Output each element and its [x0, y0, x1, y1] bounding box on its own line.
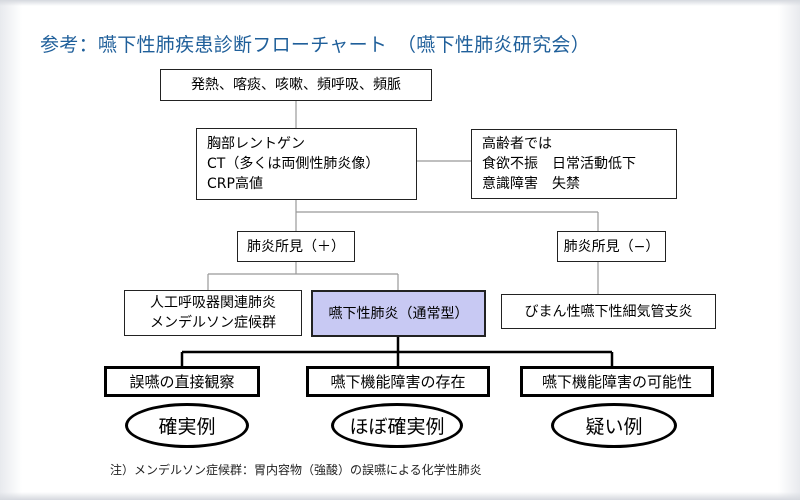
symptoms-box: 発熱、喀痰、咳嗽、頻呼吸、頻脈: [160, 69, 432, 101]
elderly-box: 高齢者では 食欲不振 日常活動低下 意識障害 失禁: [471, 129, 677, 199]
criterion-label: 誤嚥の直接観察: [129, 372, 235, 391]
exam-box: 胸部レントゲン CT（多くは両側性肺炎像） CRP高値: [196, 128, 417, 200]
criterion-label: 嚥下機能障害の可能性: [541, 372, 692, 391]
ventilator-box: 人工呼吸器関連肺炎 メンデルソン症候群: [124, 290, 302, 336]
slide-title: 参考：嚥下性肺疾患診断フローチャート （嚥下性肺炎研究会）: [40, 34, 591, 56]
exam-line: CT（多くは両側性肺炎像）: [207, 156, 380, 172]
finding-positive-text: 肺炎所見（＋）: [247, 238, 345, 255]
footnote: 注）メンデルソン症候群：胃内容物（強酸）の誤嚥による化学性肺炎: [110, 463, 482, 477]
ventilator-line: 人工呼吸器関連肺炎: [150, 295, 276, 311]
criterion-box: 嚥下機能障害の可能性: [520, 366, 714, 397]
result-label: 疑い例: [585, 416, 643, 438]
symptoms-text: 発熱、喀痰、咳嗽、頻呼吸、頻脈: [191, 77, 401, 93]
finding-negative-text: 肺炎所見（−）: [563, 238, 660, 255]
ventilator-line: メンデルソン症候群: [150, 315, 276, 331]
result-ellipse: 疑い例: [551, 403, 677, 448]
elderly-line: 高齢者では: [482, 136, 552, 152]
result-ellipse: 確実例: [125, 403, 249, 448]
finding-positive-box: 肺炎所見（＋）: [237, 231, 355, 262]
typical-aspiration-box: 嚥下性肺炎（通常型）: [311, 290, 486, 337]
finding-negative-box: 肺炎所見（−）: [557, 231, 666, 262]
criterion-label: 嚥下機能障害の存在: [330, 372, 466, 391]
diffuse-bronchiolitis-box: びまん性嚥下性細気管支炎: [501, 294, 716, 329]
elderly-line: 意識障害 失禁: [482, 176, 580, 192]
criterion-box: 嚥下機能障害の存在: [306, 366, 490, 397]
diffuse-bronchiolitis-text: びまん性嚥下性細気管支炎: [524, 303, 693, 320]
slide-top-edge: [0, 0, 800, 6]
result-label: 確実例: [158, 416, 216, 438]
typical-aspiration-text: 嚥下性肺炎（通常型）: [328, 305, 469, 322]
exam-line: 胸部レントゲン: [207, 136, 305, 152]
result-ellipse: ほぼ確実例: [331, 403, 463, 448]
exam-line: CRP高値: [207, 176, 263, 192]
slide-bottom-edge: [0, 492, 800, 500]
elderly-line: 食欲不振 日常活動低下: [482, 156, 636, 172]
criterion-box: 誤嚥の直接観察: [104, 366, 260, 397]
result-label: ほぼ確実例: [349, 416, 445, 438]
